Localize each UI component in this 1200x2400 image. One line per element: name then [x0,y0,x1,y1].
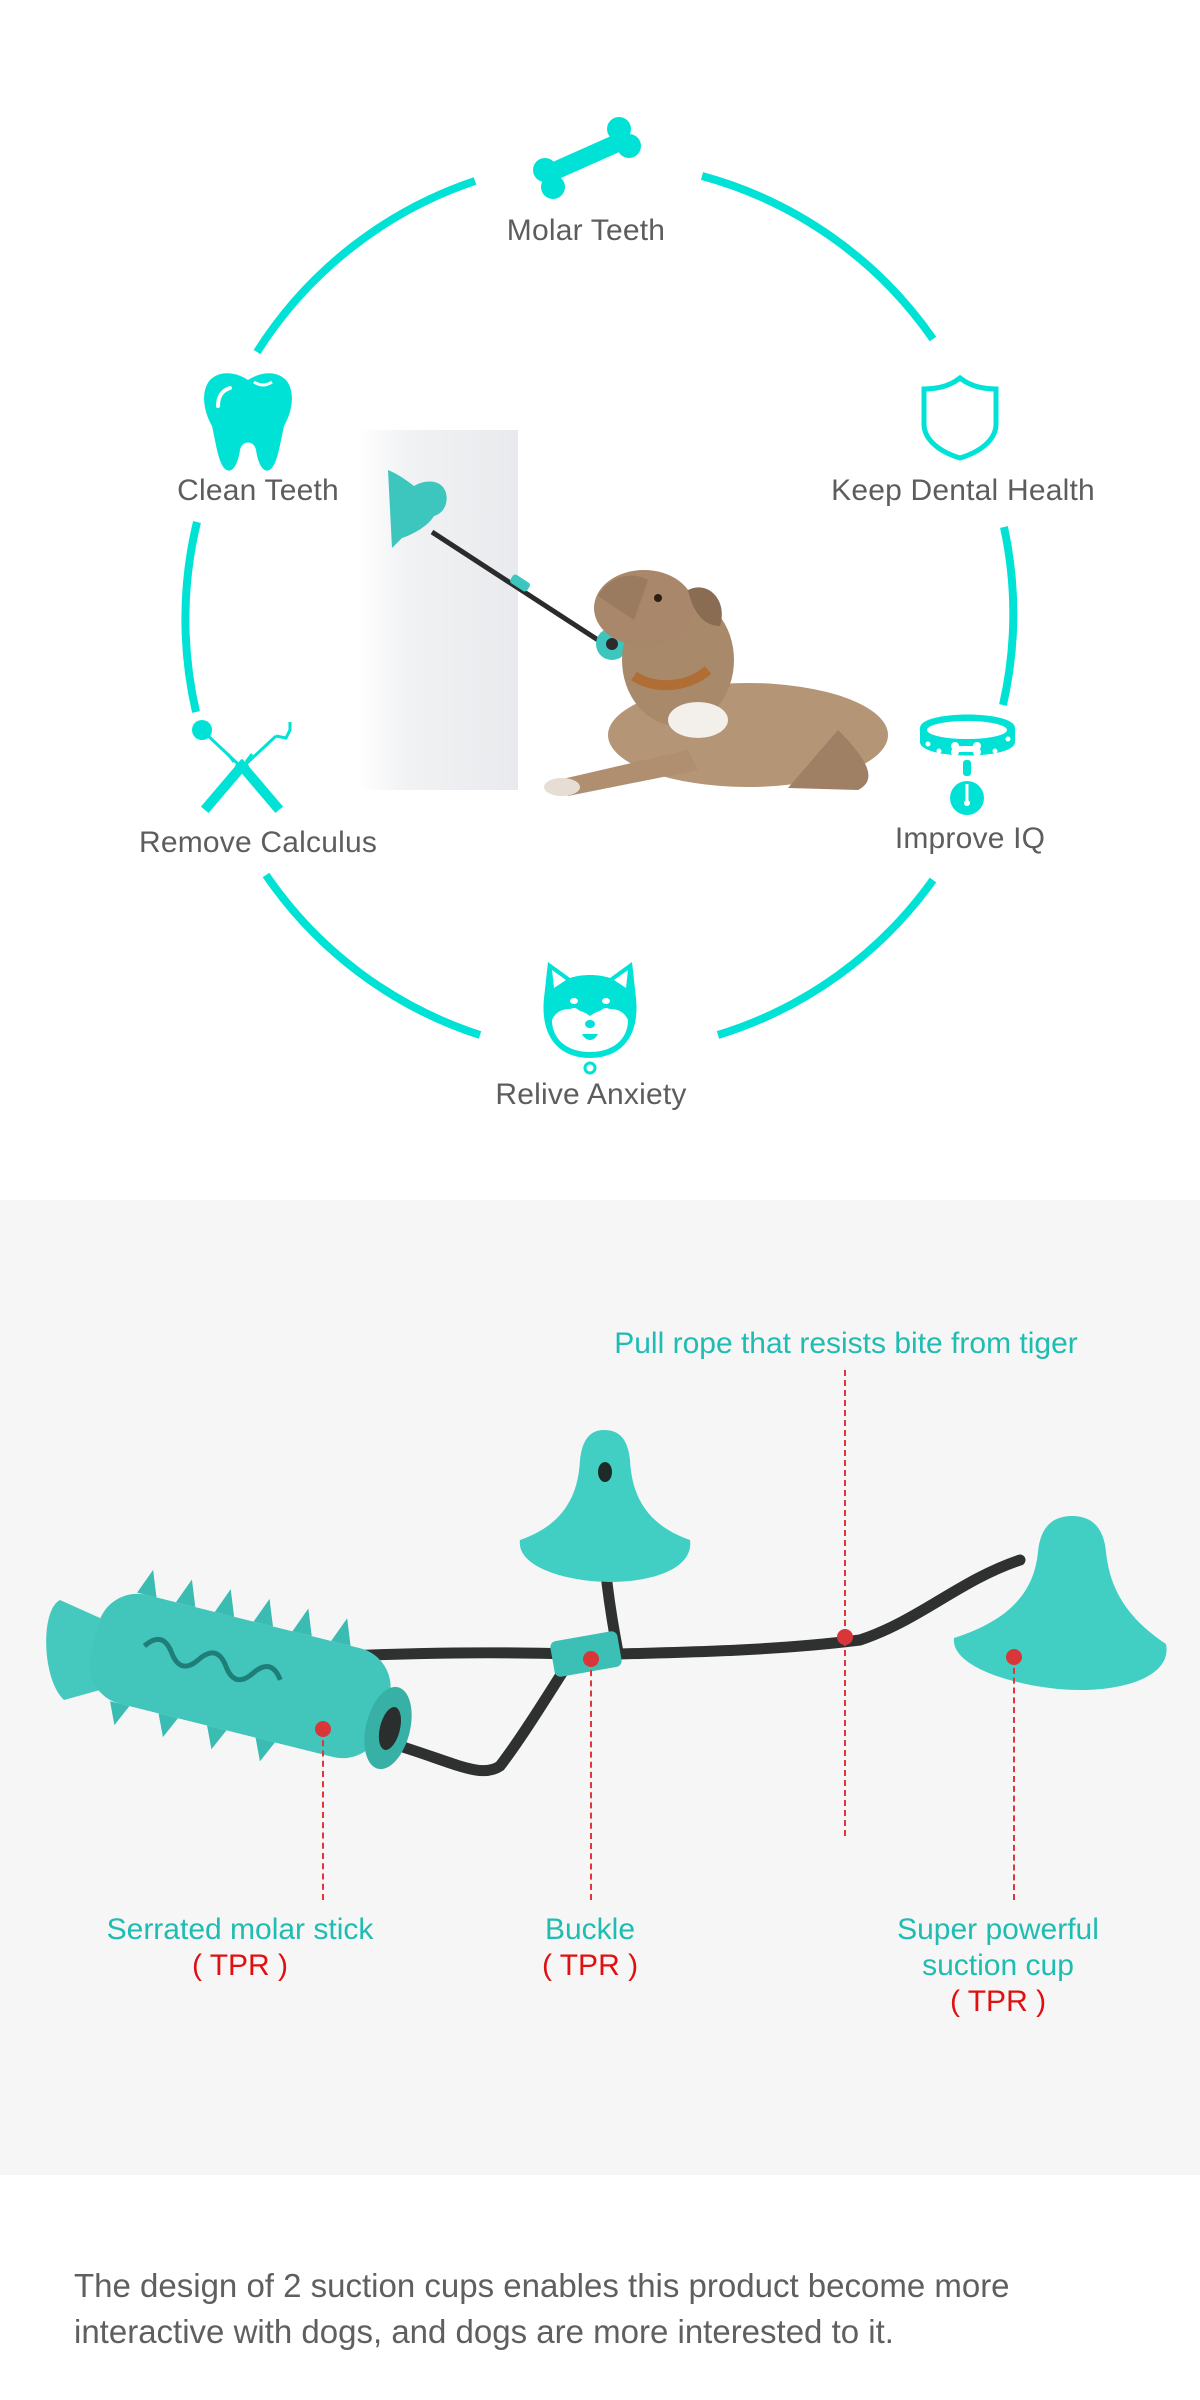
product-parts-diagram-section: Pull rope that resists bite from tiger [0,1200,1200,2175]
dog-pulling-toy-photo [358,430,898,810]
part-label-buckle: Buckle ( TPR ) [541,1913,639,1982]
material-label: ( TPR ) [541,1949,639,1982]
feature-label-relive-anxiety: Relive Anxiety [495,1078,687,1111]
bone-icon [533,117,641,199]
feature-label-keep-dental-health: Keep Dental Health [831,474,1095,507]
material-label: ( TPR ) [949,1985,1047,2018]
shield-icon [921,374,999,461]
circle-ring-arcs [181,172,1018,1039]
callout-dot-buckle [583,1651,599,1667]
callout-line-buckle [590,1660,592,1900]
callout-line-pull-rope [844,1370,846,1836]
material-label: ( TPR ) [191,1949,289,1982]
feature-label-improve-iq: Improve IQ [894,822,1046,855]
callout-line-molar-stick [322,1730,324,1900]
suction-cup-rope-toy-image [46,1430,1167,1777]
features-circle-section: Molar Teeth Keep Dental Health Improve I… [138,117,1095,1111]
callout-dot-suction-cup [1006,1649,1022,1665]
callout-dot-pull-rope [837,1629,853,1645]
feature-label-molar-teeth: Molar Teeth [506,214,666,247]
dog-collar-icon [920,714,1015,815]
part-label-suction-cup: Super powerful suction cup ( TPR ) [897,1913,1099,2018]
suction-toy-and-dog [388,470,888,796]
feature-label-remove-calculus: Remove Calculus [138,826,378,859]
feature-label-clean-teeth: Clean Teeth [177,474,339,507]
dental-tools-icon [192,720,292,814]
shiba-dog-face-icon [543,962,637,1075]
callout-line-suction-cup [1013,1658,1015,1900]
part-label-pull-rope: Pull rope that resists bite from tiger [614,1327,1078,1360]
callout-dot-molar-stick [315,1721,331,1737]
part-label-molar-stick: Serrated molar stick ( TPR ) [106,1913,374,1982]
product-description-text: The design of 2 suction cups enables thi… [74,2267,1010,2350]
tooth-icon [204,373,292,471]
